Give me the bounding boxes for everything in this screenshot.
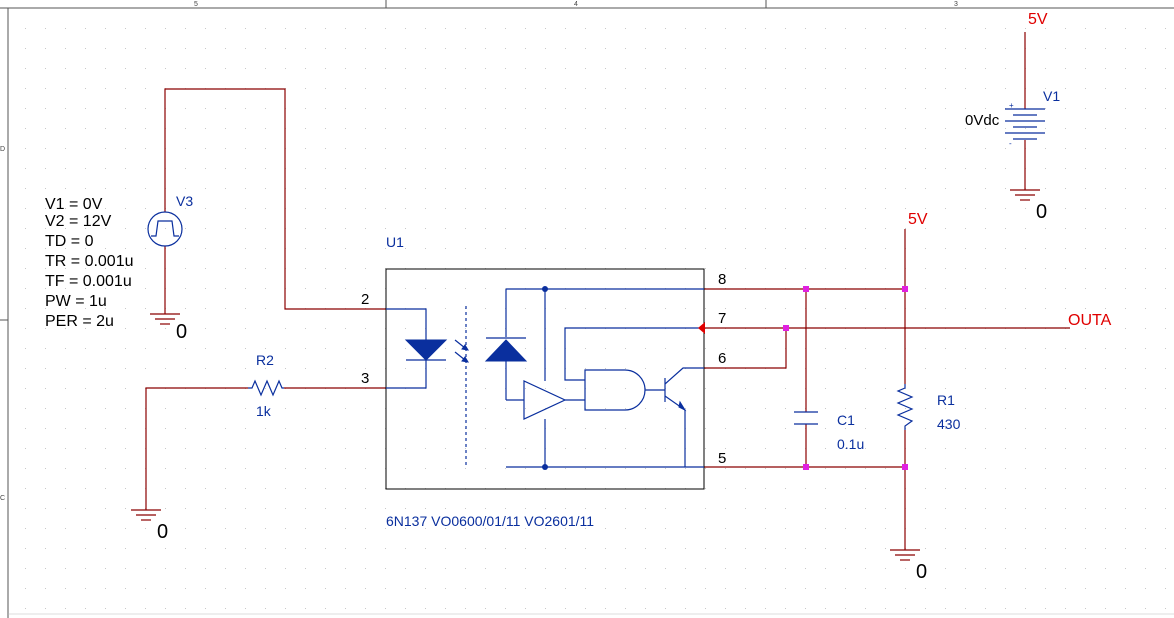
v3-param-tf: TF = 0.001u — [45, 273, 132, 290]
v1-refdes: V1 — [1043, 88, 1060, 104]
c1-refdes: C1 — [837, 412, 855, 428]
v3-parameters: V1 = 0V V2 = 12V TD = 0 TR = 0.001u TF =… — [45, 196, 134, 330]
zone-label-3: 3 — [954, 1, 958, 8]
u1-internal-wiring — [386, 286, 704, 470]
net-label-outa[interactable]: OUTA — [1068, 312, 1112, 329]
ground-label-r2: 0 — [157, 521, 168, 543]
ground-symbol-v1[interactable]: 0 — [1010, 189, 1047, 223]
dot-grid — [25, 28, 1166, 609]
wires — [145, 32, 1070, 550]
r2-value: 1k — [256, 403, 272, 419]
u1-and-gate — [584, 369, 646, 411]
wire-junctions — [783, 286, 908, 470]
v3-refdes: V3 — [176, 193, 193, 209]
c1-capacitor[interactable]: C1 0.1u — [794, 411, 864, 452]
v3-param-per: PER = 2u — [45, 313, 114, 330]
ground-symbol-r2[interactable]: 0 — [131, 509, 168, 543]
v3-param-pw: PW = 1u — [45, 293, 107, 310]
v3-param-td: TD = 0 — [45, 233, 94, 250]
u1-photodiode — [484, 337, 528, 362]
v1-value: 0Vdc — [965, 112, 1000, 129]
r1-resistor[interactable]: R1 430 — [896, 384, 961, 432]
ground-label-v3: 0 — [176, 321, 187, 343]
zone-label-5: 5 — [194, 1, 198, 8]
v1-minus-sign: - — [1009, 139, 1012, 148]
net-label-5v-r1[interactable]: 5V — [908, 211, 928, 228]
u1-pin-5: 5 — [718, 450, 726, 467]
u1-amplifier — [523, 380, 567, 420]
u1-refdes: U1 — [386, 234, 404, 250]
zone-label-c: C — [0, 495, 5, 502]
u1-pin-3: 3 — [361, 370, 369, 387]
v3-param-v1: V1 = 0V — [45, 196, 103, 213]
net-label-5v-top[interactable]: 5V — [1028, 11, 1048, 28]
r2-resistor[interactable]: R2 1k — [248, 352, 284, 419]
r1-refdes: R1 — [937, 392, 955, 408]
v1-plus-sign: + — [1009, 101, 1014, 110]
r2-refdes: R2 — [256, 352, 274, 368]
ground-label-r1: 0 — [916, 561, 927, 583]
c1-value: 0.1u — [837, 436, 864, 452]
v3-pulse-source[interactable]: V3 — [147, 193, 193, 247]
u1-led-diode — [404, 339, 469, 363]
v1-dc-source[interactable]: + - V1 0Vdc — [965, 88, 1060, 148]
u1-part-number: 6N137 VO0600/01/11 VO2601/11 — [386, 513, 594, 529]
u1-pin-8: 8 — [718, 271, 726, 288]
u1-pin-6: 6 — [718, 350, 726, 367]
zone-label-d: D — [0, 146, 5, 153]
u1-optocoupler[interactable]: U1 6N137 VO0600/01/11 VO2601/11 2 3 8 7 … — [361, 234, 726, 529]
u1-pin-2: 2 — [361, 291, 369, 308]
r1-value: 430 — [937, 416, 961, 432]
u1-output-transistor — [678, 400, 687, 412]
v3-param-v2: V2 = 12V — [45, 213, 112, 230]
ground-symbol-v3[interactable]: 0 — [150, 313, 187, 343]
u1-pin7-arrow — [698, 322, 705, 334]
ground-label-v1: 0 — [1036, 201, 1047, 223]
v3-param-tr: TR = 0.001u — [45, 253, 134, 270]
ground-symbol-r1[interactable]: 0 — [890, 549, 927, 583]
u1-pin-7: 7 — [718, 310, 726, 327]
zone-label-4: 4 — [574, 1, 578, 8]
